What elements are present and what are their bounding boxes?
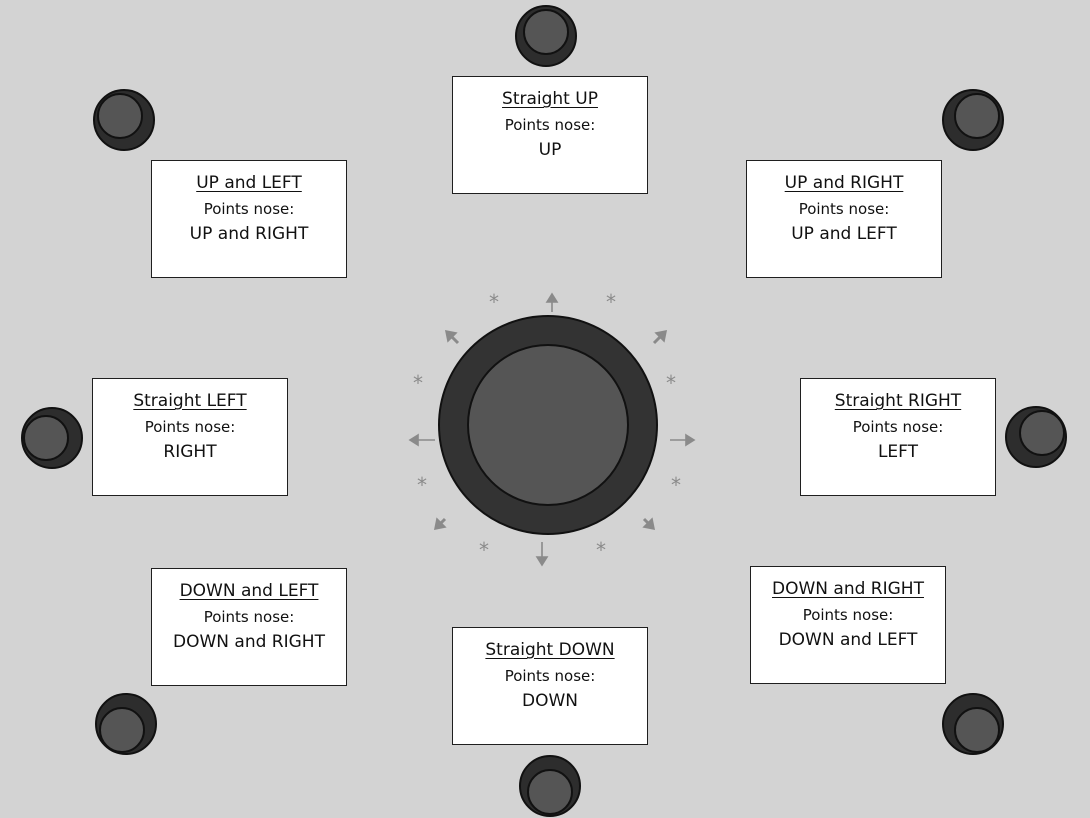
asterisk-icon: * (417, 473, 427, 497)
card-value: LEFT (877, 442, 919, 462)
card-up-and-left: UP and LEFT Points nose: UP and RIGHT (151, 160, 347, 278)
card-subtitle: Points nose: (852, 418, 944, 436)
asterisk-icon: * (479, 538, 489, 562)
knob-icon-left (21, 407, 83, 469)
card-title: Straight DOWN (485, 640, 615, 660)
card-straight-up: Straight UP Points nose: UP (452, 76, 648, 194)
card-value: UP and RIGHT (189, 224, 309, 244)
asterisk-icon: * (606, 290, 616, 314)
card-subtitle: Points nose: (203, 608, 295, 626)
card-value: UP (538, 140, 562, 160)
asterisks: * * * * * * * * (413, 290, 681, 562)
knob-icon-down-right (942, 693, 1004, 755)
card-value: UP and LEFT (791, 224, 897, 244)
card-straight-right: Straight RIGHT Points nose: LEFT (800, 378, 996, 496)
joystick-icon (438, 315, 658, 535)
knob-icon-down (519, 755, 581, 817)
card-subtitle: Points nose: (203, 200, 295, 218)
card-title: DOWN and LEFT (179, 581, 319, 601)
knob-icon-down-left (95, 693, 157, 755)
card-title: Straight UP (502, 89, 598, 109)
card-down-and-right: DOWN and RIGHT Points nose: DOWN and LEF… (750, 566, 946, 684)
knob-icon-right (1005, 406, 1067, 468)
asterisk-icon: * (413, 371, 423, 395)
card-subtitle: Points nose: (798, 200, 890, 218)
card-straight-down: Straight DOWN Points nose: DOWN (452, 627, 648, 745)
card-subtitle: Points nose: (802, 606, 894, 624)
card-value: DOWN and RIGHT (173, 632, 325, 652)
direction-arrows (408, 292, 696, 567)
asterisk-icon: * (666, 371, 676, 395)
arrow-left-icon (408, 433, 435, 447)
card-straight-left: Straight LEFT Points nose: RIGHT (92, 378, 288, 496)
arrow-up-right-icon (652, 329, 668, 345)
asterisk-icon: * (671, 473, 681, 497)
card-title: UP and RIGHT (784, 173, 904, 193)
arrow-up-left-icon (444, 329, 460, 345)
card-title: DOWN and RIGHT (772, 579, 924, 599)
card-up-and-right: UP and RIGHT Points nose: UP and LEFT (746, 160, 942, 278)
card-subtitle: Points nose: (504, 116, 596, 134)
arrow-down-icon (535, 542, 549, 567)
card-value: DOWN (522, 691, 578, 711)
asterisk-icon: * (596, 538, 606, 562)
asterisk-icon: * (489, 290, 499, 314)
card-subtitle: Points nose: (504, 667, 596, 685)
card-title: Straight RIGHT (834, 391, 962, 411)
knob-icon-up (515, 5, 577, 67)
card-subtitle: Points nose: (144, 418, 236, 436)
card-value: DOWN and LEFT (778, 630, 918, 650)
knob-icon-up-right (942, 89, 1004, 151)
card-down-and-left: DOWN and LEFT Points nose: DOWN and RIGH… (151, 568, 347, 686)
card-title: Straight LEFT (133, 391, 247, 411)
arrow-right-icon (670, 433, 696, 447)
card-value: RIGHT (163, 442, 217, 462)
arrow-down-left-icon (433, 517, 447, 531)
arrow-up-icon (545, 292, 559, 312)
knob-icon-up-left (93, 89, 155, 151)
card-title: UP and LEFT (196, 173, 302, 193)
arrow-down-right-icon (642, 517, 656, 531)
